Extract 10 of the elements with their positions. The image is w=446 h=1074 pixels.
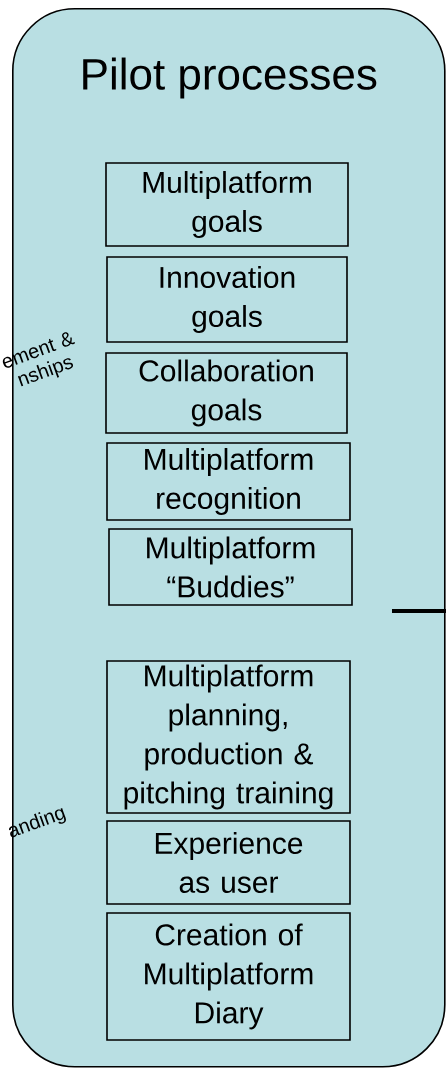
rotated-label: ement & nships — [2, 332, 76, 387]
process-box: Multiplatform planning, production & pitching training — [106, 660, 351, 814]
process-box: Multiplatform “Buddies” — [108, 528, 353, 606]
rotated-label: anding — [9, 808, 66, 838]
process-box: Multiplatform goals — [105, 162, 349, 247]
process-box: Creation of Multiplatform Diary — [106, 912, 351, 1041]
process-box: Innovation goals — [106, 256, 348, 343]
process-box: Multiplatform recognition — [106, 442, 351, 521]
process-box: Collaboration goals — [105, 352, 348, 434]
process-box: Experience as user — [106, 820, 351, 905]
